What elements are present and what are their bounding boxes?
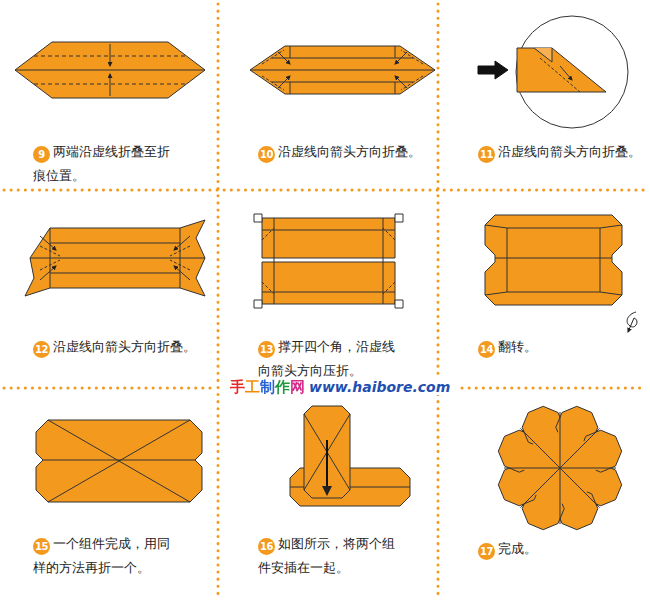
step-caption: 10 沿虚线向箭头方向折叠。 [258, 140, 438, 164]
step-number-text: 12 [35, 344, 48, 355]
step-number-text: 13 [260, 344, 273, 355]
step-caption: 11 沿虚线向箭头方向折叠。 [478, 140, 648, 164]
step-number: 15 [33, 538, 50, 555]
step-instruction: 撑开四个角，沿虚线向箭头方向压折。 [258, 339, 395, 378]
step-number: 13 [258, 341, 275, 358]
step-instruction: 翻转。 [498, 339, 537, 354]
step-instruction: 沿虚线向箭头方向折叠。 [278, 144, 421, 159]
step-number-text: 11 [480, 149, 493, 160]
step-number-text: 17 [480, 546, 493, 557]
step-number: 11 [478, 146, 495, 163]
step-caption: 9两端沿虚线折叠至折痕位置。 [33, 140, 178, 188]
step-number-text: 10 [260, 149, 273, 160]
step-caption: 14 翻转。 [478, 335, 638, 359]
step-number: 17 [478, 543, 495, 560]
step-number-text: 15 [35, 541, 48, 552]
step-instruction: 沿虚线向箭头方向折叠。 [498, 144, 641, 159]
watermark-site-name: 手工制作网 [230, 378, 305, 397]
step-instruction: 如图所示，将两个组件安插在一起。 [258, 536, 395, 575]
step-instruction: 一个组件完成，用同样的方法再折一个。 [33, 536, 170, 575]
step-number: 14 [478, 341, 495, 358]
step-number-text: 14 [480, 344, 493, 355]
step-caption: 12 沿虚线向箭头方向折叠。 [33, 335, 213, 359]
step-number: 9 [33, 146, 50, 163]
step-number-text: 16 [260, 541, 273, 552]
step-number: 16 [258, 538, 275, 555]
step-instruction: 完成。 [498, 541, 537, 556]
step-number: 10 [258, 146, 275, 163]
step-caption: 15一个组件完成，用同样的方法再折一个。 [33, 532, 178, 580]
step-instruction: 沿虚线向箭头方向折叠。 [53, 339, 196, 354]
step-instruction: 两端沿虚线折叠至折痕位置。 [33, 144, 170, 183]
step-number-text: 9 [38, 149, 44, 160]
step-caption: 17 完成。 [478, 537, 638, 561]
step-caption: 16如图所示，将两个组件安插在一起。 [258, 532, 403, 580]
watermark-url: www.haibore.com [309, 379, 450, 395]
step-caption: 13撑开四个角，沿虚线向箭头方向压折。 [258, 335, 403, 383]
step-number: 12 [33, 341, 50, 358]
